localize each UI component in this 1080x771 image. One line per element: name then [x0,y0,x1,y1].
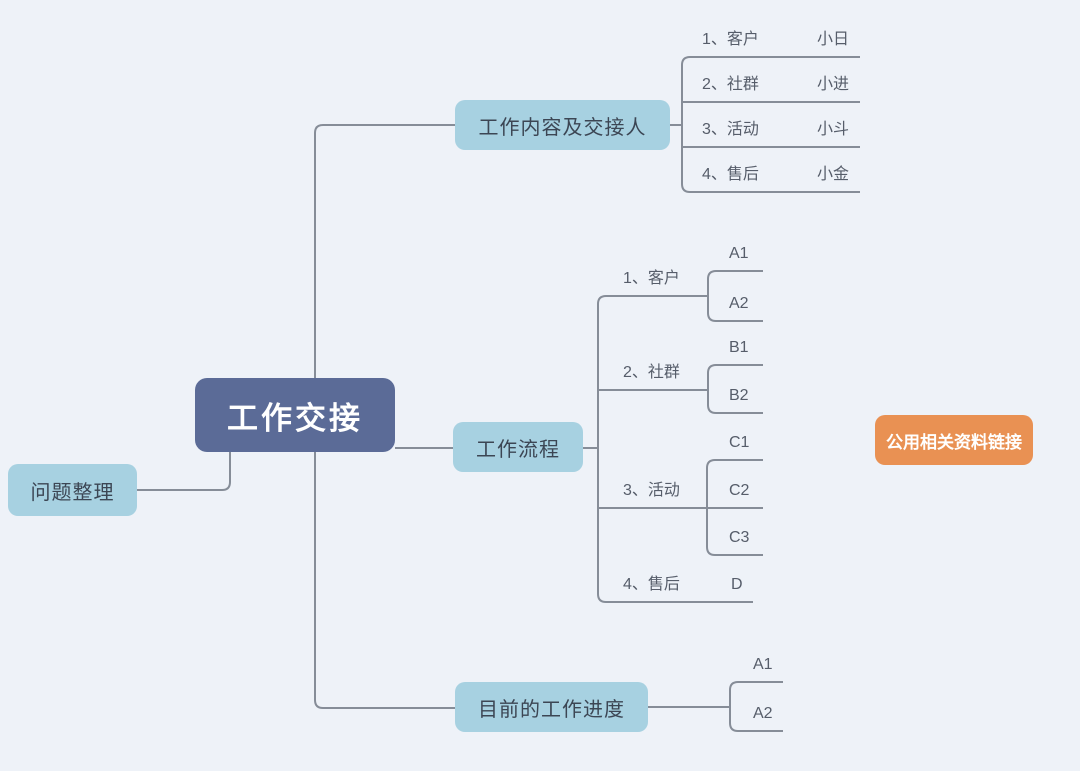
leaf-b2-activity[interactable]: 3、活动 [623,482,680,499]
leaf-b1-customer[interactable]: 1、客户 [702,31,759,48]
root-topic[interactable]: 工作交接 [195,378,395,452]
leaf-b2-c2[interactable]: C2 [729,482,750,499]
leaf-b1-community[interactable]: 2、社群 [702,76,759,93]
leaf-b2-a1[interactable]: A1 [729,245,749,262]
leaf-b2-b1[interactable]: B1 [729,339,749,356]
leaf-b2-c1[interactable]: C1 [729,434,750,451]
branch-topic-work-content[interactable]: 工作内容及交接人 [455,100,670,150]
leaf-b3-a2[interactable]: A2 [753,705,773,722]
leaf-b2-b2[interactable]: B2 [729,387,749,404]
leaf-b1-aftersales[interactable]: 4、售后 [702,166,759,183]
leaf-b1-activity-person[interactable]: 小斗 [817,121,850,138]
leaf-b2-c3[interactable]: C3 [729,529,750,546]
leaf-b1-activity[interactable]: 3、活动 [702,121,759,138]
floating-topic-resources-link[interactable]: 公用相关资料链接 [875,415,1033,465]
leaf-b3-a1[interactable]: A1 [753,656,773,673]
leaf-b2-d[interactable]: D [731,576,743,593]
leaf-b2-aftersales[interactable]: 4、售后 [623,576,680,593]
leaf-b2-a2[interactable]: A2 [729,295,749,312]
leaf-b1-customer-person[interactable]: 小日 [817,31,850,48]
leaf-b1-aftersales-person[interactable]: 小金 [817,166,850,183]
leaf-b2-community[interactable]: 2、社群 [623,364,680,381]
branch-topic-work-process[interactable]: 工作流程 [453,422,583,472]
floating-topic-issues[interactable]: 问题整理 [8,464,137,516]
leaf-b2-customer[interactable]: 1、客户 [623,270,680,287]
leaf-b1-community-person[interactable]: 小进 [817,76,850,93]
branch-topic-work-progress[interactable]: 目前的工作进度 [455,682,648,732]
